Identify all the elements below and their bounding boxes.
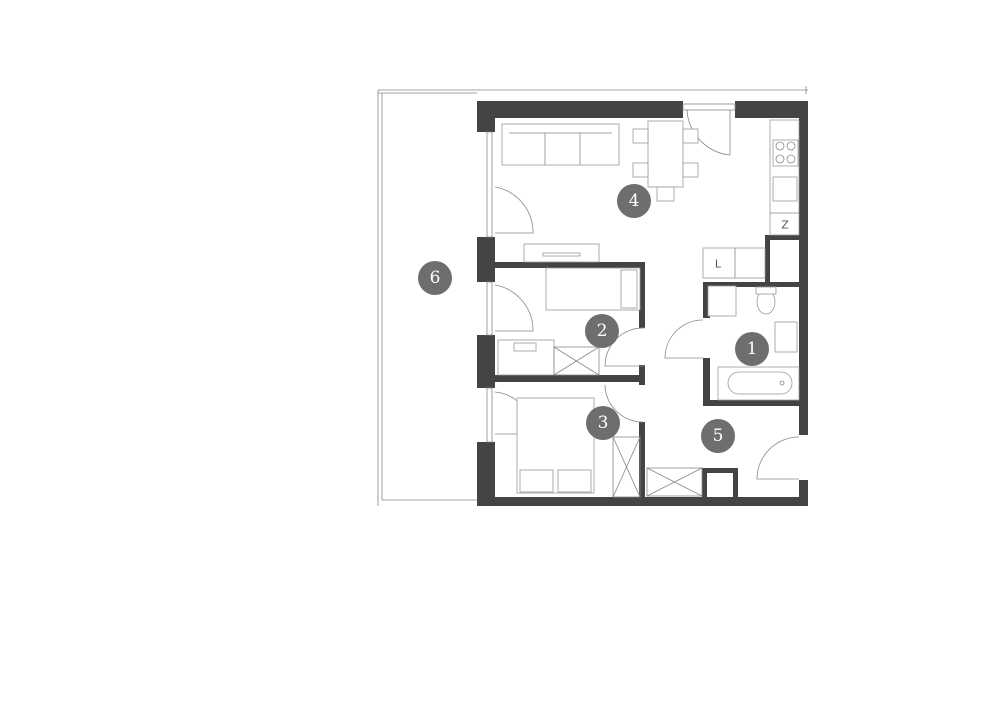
- washer-cabinet: [702, 247, 766, 279]
- room-badge-3[interactable]: 3: [586, 406, 620, 440]
- wardrobe: [553, 346, 600, 376]
- windows: [486, 103, 736, 443]
- walls: [477, 101, 808, 506]
- room-number: 6: [430, 268, 441, 288]
- closet: [646, 467, 703, 497]
- room-number: 1: [747, 339, 758, 359]
- room-number: 3: [598, 413, 609, 433]
- room-badge-2[interactable]: 2: [585, 314, 619, 348]
- room-badge-6[interactable]: 6: [418, 261, 452, 295]
- room-number: 2: [597, 321, 608, 341]
- wardrobe-2: [612, 436, 641, 498]
- shower-drain: [707, 285, 737, 317]
- room-badge-5[interactable]: 5: [701, 419, 735, 453]
- room-badge-1[interactable]: 1: [735, 332, 769, 366]
- furniture: [497, 119, 800, 498]
- room-number: 4: [629, 191, 640, 211]
- balcony: [377, 86, 808, 506]
- dining-table: [647, 120, 684, 188]
- sofa: [501, 123, 620, 166]
- washbasin: [774, 321, 798, 353]
- washer-label: L: [715, 258, 722, 271]
- sink: [772, 176, 798, 202]
- fridge-label: Z: [781, 219, 789, 232]
- room-number: 5: [713, 426, 724, 446]
- room-badge-4[interactable]: 4: [617, 184, 651, 218]
